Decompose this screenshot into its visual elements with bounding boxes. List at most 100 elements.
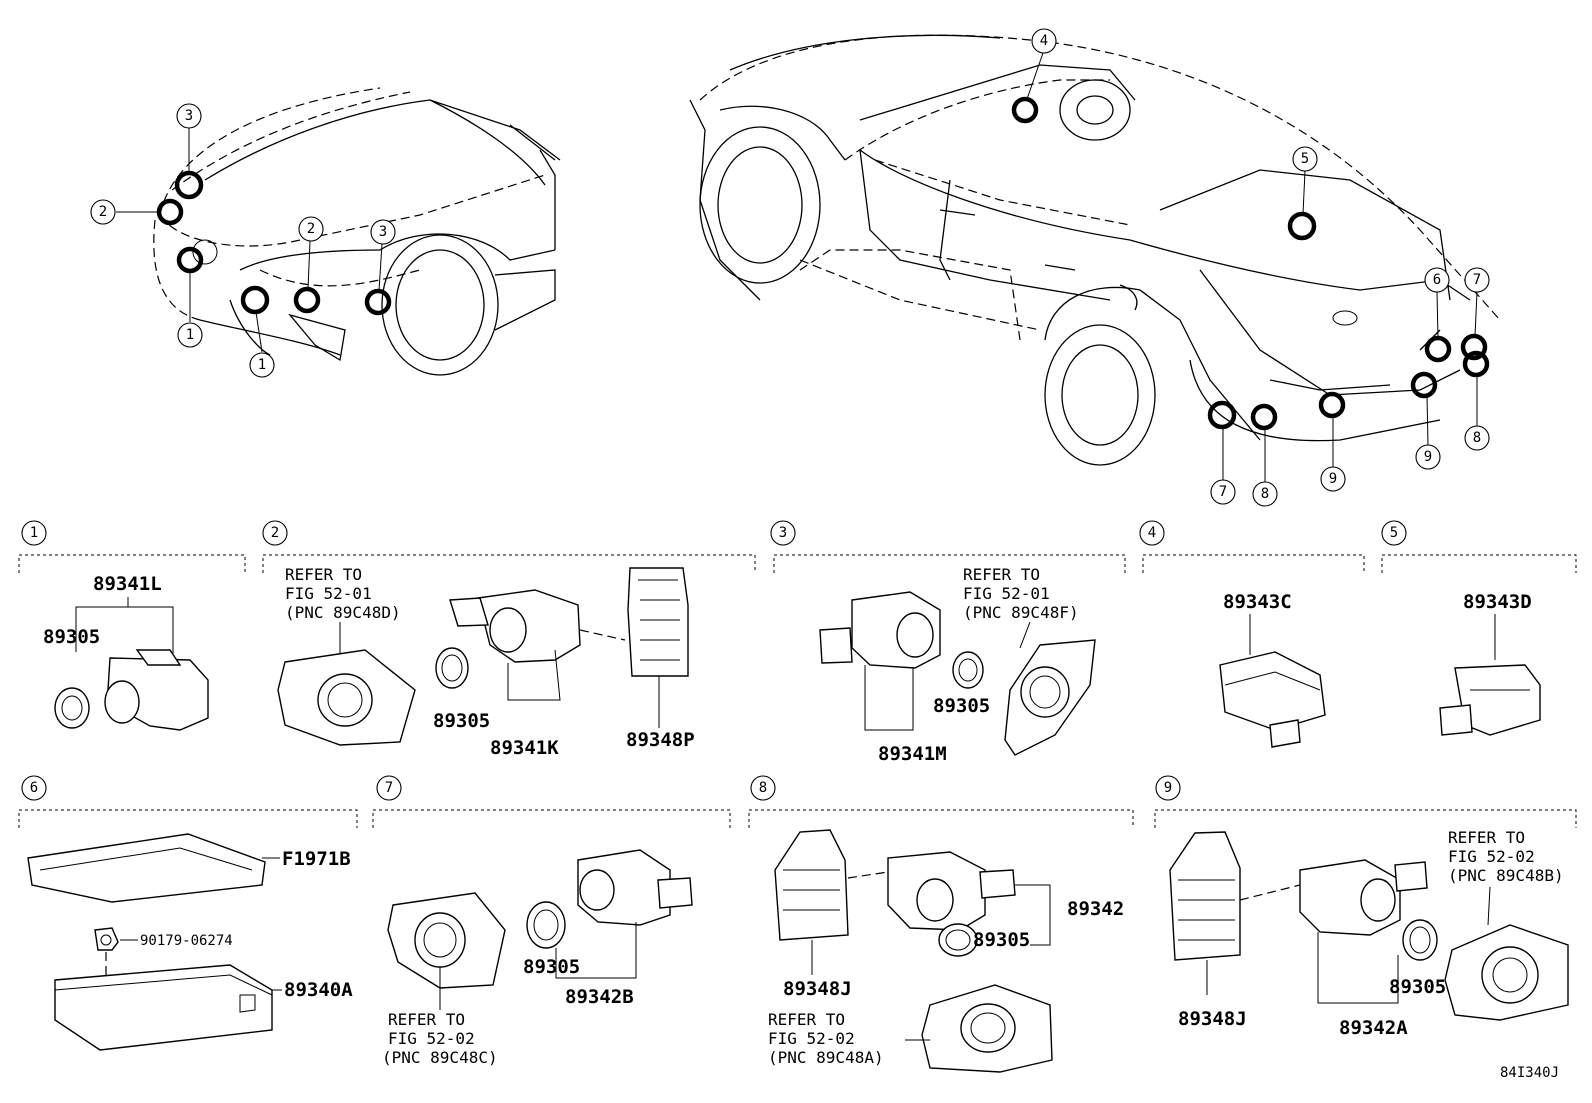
callout-3-top: 3 [176,103,202,129]
svg-text:9: 9 [1424,449,1432,465]
callout-8-bottom: 8 [1252,481,1278,507]
svg-text:9: 9 [1329,471,1337,487]
part-89341K: 89341K [490,737,559,759]
refer-to: REFER TO [963,565,1040,584]
refer-fig: FIG 52-02 [1448,847,1535,866]
svg-text:5: 5 [1390,525,1398,541]
svg-text:4: 4 [1040,33,1048,49]
part-89343C: 89343C [1223,591,1292,613]
car-callout-leaders [116,52,1478,482]
callout-9-bottom: 9 [1320,466,1346,492]
section-7-parts: REFER TO FIG 52-02 (PNC 89C48C) 89305 89… [382,849,693,1067]
callout-5: 5 [1292,146,1318,172]
refer-pnc: (PNC 89C48C) [382,1048,498,1067]
part-89342: 89342 [1067,898,1124,920]
svg-text:2: 2 [307,221,315,237]
part-89348J: 89348J [1178,1008,1247,1030]
part-89305: 89305 [523,956,580,978]
refer-pnc: (PNC 89C48B) [1448,866,1564,885]
svg-text:5: 5 [1301,151,1309,167]
section-headers: 1 2 3 4 5 6 7 8 9 [18,520,1577,828]
rear-car-illustration [689,34,1501,466]
svg-text:3: 3 [185,108,193,124]
part-90179-06274: 90179-06274 [140,933,233,949]
svg-text:8: 8 [1473,430,1481,446]
refer-fig: FIG 52-01 [285,584,372,603]
callout-7-bottom: 7 [1210,479,1236,505]
part-89342A: 89342A [1339,1017,1408,1039]
section-4-parts: 89343C [1219,591,1326,748]
callout-3-front: 3 [370,219,396,245]
callout-2-left: 2 [90,199,116,225]
callout-7-right: 7 [1464,267,1490,293]
refer-to: REFER TO [768,1010,845,1029]
part-89341L: 89341L [93,573,162,595]
part-89342B: 89342B [565,986,634,1008]
part-89341M: 89341M [878,743,947,765]
front-car-callouts: 3 2 1 2 3 1 [90,103,396,378]
refer-to: REFER TO [285,565,362,584]
section-3-parts: 89341M 89305 REFER TO FIG 52-01 (PNC 89C… [819,565,1096,765]
svg-text:7: 7 [385,780,393,796]
section-9-header: 9 [1154,775,1577,828]
refer-fig: FIG 52-02 [768,1029,855,1048]
svg-text:8: 8 [1261,486,1269,502]
callout-2-front: 2 [298,216,324,242]
rear-car-callouts: 4 5 6 7 8 9 7 8 9 [1031,28,1490,507]
section-9-parts: 89348J 89342A 89305 REFER TO FIG 52-02 (… [1169,828,1569,1039]
callout-spots [156,96,1490,431]
section-8-parts: 89348J 89342 89305 REFER TO FIG 52-02 (P… [768,829,1124,1073]
section-2-parts: REFER TO FIG 52-01 (PNC 89C48D) 89305 89… [277,565,695,759]
section-6-parts: F1971B 90179-06274 89340A [27,833,353,1051]
part-89305: 89305 [1389,976,1446,998]
refer-fig: FIG 52-01 [963,584,1050,603]
section-3-header: 3 [770,520,1126,573]
svg-text:8: 8 [759,780,767,796]
svg-text:6: 6 [30,780,38,796]
front-car-illustration [153,87,561,376]
refer-to: REFER TO [388,1010,465,1029]
section-8-header: 8 [748,775,1134,828]
refer-fig: FIG 52-02 [388,1029,475,1048]
svg-text:2: 2 [271,525,279,541]
svg-text:7: 7 [1473,272,1481,288]
part-89340A: 89340A [284,979,353,1001]
part-89343D: 89343D [1463,591,1532,613]
callout-8-right: 8 [1464,425,1490,451]
callout-9-right: 9 [1415,444,1441,470]
section-2-header: 2 [262,520,756,573]
diagram-code: 84I340J [1500,1065,1559,1081]
svg-text:1: 1 [186,327,194,343]
part-89348P: 89348P [626,729,695,751]
refer-pnc: (PNC 89C48A) [768,1048,884,1067]
part-89348J: 89348J [783,978,852,1000]
svg-text:6: 6 [1433,272,1441,288]
refer-to: REFER TO [1448,828,1525,847]
callout-1-left: 1 [177,322,203,348]
svg-text:7: 7 [1219,484,1227,500]
callout-4: 4 [1031,28,1057,54]
svg-text:3: 3 [379,224,387,240]
svg-text:3: 3 [779,525,787,541]
part-89305: 89305 [43,626,100,648]
svg-text:2: 2 [99,204,107,220]
part-89305: 89305 [433,710,490,732]
section-1-header: 1 [18,520,246,573]
callout-1-front: 1 [249,352,275,378]
part-F1971B: F1971B [282,848,351,870]
svg-text:1: 1 [258,357,266,373]
section-5-header: 5 [1381,520,1577,573]
section-4-header: 4 [1139,520,1365,573]
part-89305: 89305 [933,695,990,717]
callout-6: 6 [1424,267,1450,293]
part-89305: 89305 [973,929,1030,951]
svg-text:1: 1 [30,525,38,541]
section-5-parts: 89343D [1439,591,1541,736]
refer-pnc: (PNC 89C48D) [285,603,401,622]
refer-pnc: (PNC 89C48F) [963,603,1079,622]
svg-text:9: 9 [1164,780,1172,796]
section-1-parts: 89341L 89305 [43,573,209,731]
svg-text:4: 4 [1148,525,1156,541]
section-7-header: 7 [372,775,731,828]
